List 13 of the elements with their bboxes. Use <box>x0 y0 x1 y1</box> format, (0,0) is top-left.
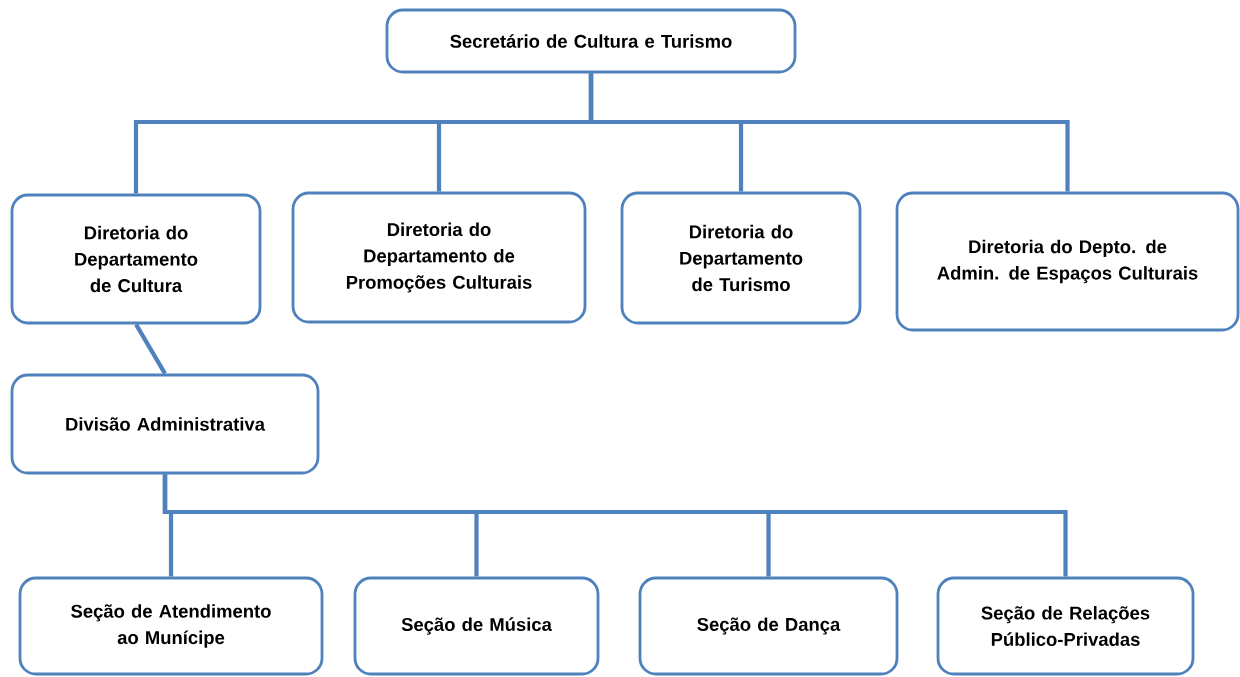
org-box: Diretoria do Depto. de Admin. de Espaços Culturais <box>895 191 1240 332</box>
org-box: Diretoria do Departamento de Promoções Culturais <box>291 191 587 324</box>
org-box: Divisão Administrativa <box>10 373 320 475</box>
org-box: Seção de Atendimento ao Munícipe <box>18 576 324 676</box>
org-box: Secretário de Cultura e Turismo <box>385 8 797 74</box>
connector-line <box>162 474 1068 577</box>
org-box: Seção de Dança <box>638 576 899 676</box>
org-box: Seção de Música <box>353 576 600 676</box>
connector-line <box>134 323 167 375</box>
connector-line <box>588 73 1070 192</box>
org-box: Diretoria do Departamento de Cultura <box>10 193 262 325</box>
org-box: Diretoria do Departamento de Turismo <box>620 191 862 325</box>
org-box: Seção de Relações Público-Privadas <box>936 576 1195 676</box>
